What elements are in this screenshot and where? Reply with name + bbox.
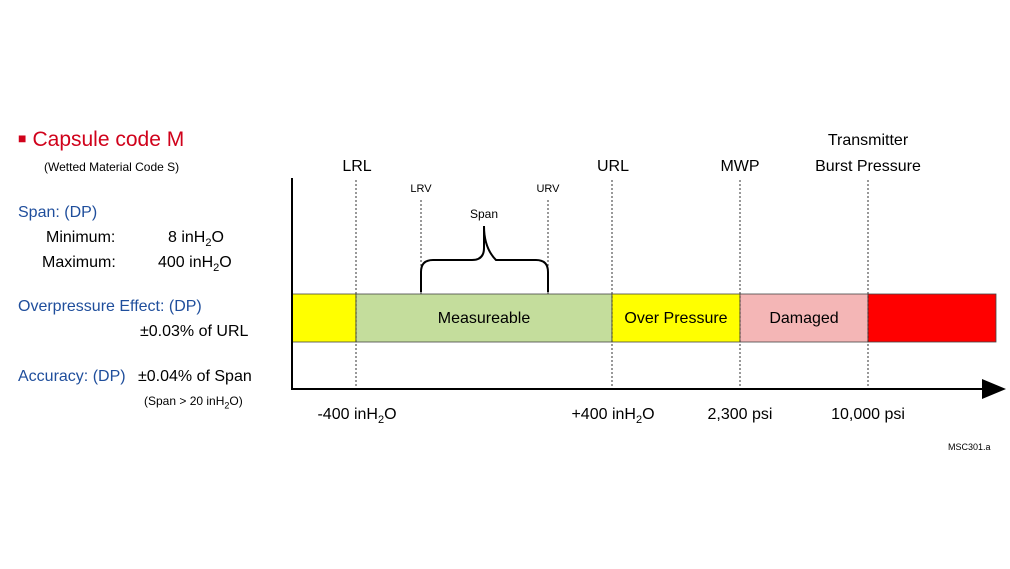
minimum-label: Minimum: [46, 229, 116, 246]
page-subtitle: (Wetted Material Code S) [44, 160, 180, 174]
segment-burst-red [867, 293, 997, 343]
accuracy-value: ±0.04% of Span [138, 368, 252, 385]
damaged-label: Damaged [769, 310, 839, 327]
burst-label-line2: Burst Pressure [815, 158, 921, 175]
mwp-label: MWP [720, 158, 760, 175]
title-text: Capsule code M [32, 128, 185, 151]
page-title: ■ Capsule code M [18, 128, 184, 152]
maximum-value: 400 inH2O [158, 254, 232, 275]
lrl-value: -400 inH2O [317, 406, 397, 427]
bullet-icon: ■ [18, 130, 27, 146]
accuracy-note: (Span > 20 inH2O) [144, 394, 243, 411]
segment-yellow-left [291, 293, 357, 343]
segment-measureable [355, 293, 613, 343]
url-label: URL [596, 158, 630, 175]
minimum-value: 8 inH2O [168, 229, 224, 250]
span-label: Span: (DP) [18, 204, 98, 221]
figure-code: MSC301.a [948, 442, 991, 452]
overpressure-value: ±0.03% of URL [140, 323, 249, 340]
span-brace [420, 225, 549, 292]
lrv-label: LRV [410, 183, 432, 195]
urv-label: URV [536, 183, 560, 195]
url-value: +400 inH2O [571, 406, 655, 427]
burst-value: 10,000 psi [831, 406, 905, 423]
maximum-label: Maximum: [42, 254, 116, 271]
lrl-label: LRL [342, 158, 372, 175]
over-pressure-label: Over Pressure [624, 310, 728, 327]
burst-label-line1: Transmitter [827, 132, 909, 149]
mwp-value: 2,300 psi [707, 406, 773, 423]
span-label-diagram: Span [469, 207, 499, 221]
segment-over-pressure [611, 293, 741, 343]
accuracy-label: Accuracy: (DP) [18, 368, 126, 385]
measureable-label: Measureable [437, 310, 531, 327]
segment-damaged [739, 293, 869, 343]
overpressure-label: Overpressure Effect: (DP) [18, 298, 202, 315]
